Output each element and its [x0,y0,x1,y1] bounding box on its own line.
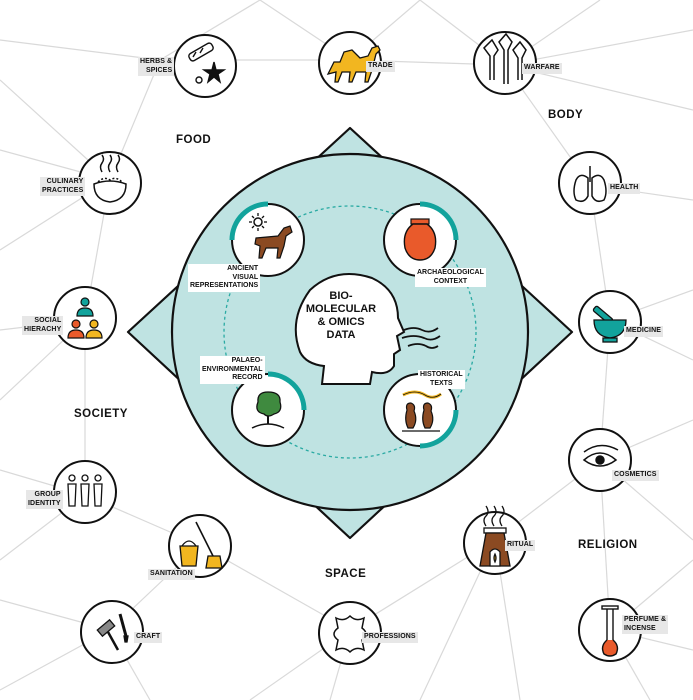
center-line-3: & OMICS [317,316,365,328]
category-body: BODY [548,109,584,121]
group-icon [67,474,103,507]
label-perfume-incense: PERFUME & INCENSE [622,615,669,634]
label-medicine: MEDICINE [624,326,664,337]
bowl-icon [93,154,127,203]
center-line-4: DATA [326,329,356,341]
hammer-chisel-icon [96,613,129,651]
label-ancient-visual: ANCIENT VISUAL REPRESENTATIONS [188,264,261,292]
perfume-flask-icon [601,605,619,657]
label-craft: CRAFT [134,632,163,643]
label-professions: PROFESSIONS [362,632,418,643]
pot-icon [403,218,437,261]
leather-hide-icon [333,614,367,654]
label-group-identity: GROUP IDENTITY [26,490,63,509]
category-religion: RELIGION [578,539,638,551]
category-food: FOOD [176,134,212,146]
category-space: SPACE [325,568,367,580]
head-icon [294,273,441,385]
center-line-1: BIO- [329,290,353,302]
cave-painting-icon [249,213,293,259]
label-palaeo-record: PALAEO- ENVIRONMENTAL RECORD [200,356,265,384]
label-culinary-practices: CULINARY PRACTICES [40,177,86,196]
camel-icon [326,45,381,83]
tree-icon [251,391,285,429]
label-social-hierarchy: SOCIAL HIERACHY [22,316,64,335]
label-herbs-spices: HERBS & SPICES [138,57,175,76]
eye-icon [582,444,619,467]
label-cosmetics: COSMETICS [612,470,659,481]
hieroglyph-icon [402,390,442,432]
center-line-2: MOLECULAR [305,303,377,315]
label-health: HEALTH [608,183,641,194]
label-warfare: WARFARE [522,63,562,74]
mortar-pestle-icon [592,305,627,343]
category-society: SOCIETY [74,408,128,420]
weapons-icon [483,32,527,84]
hierarchy-icon [67,297,103,339]
bucket-mop-icon [179,521,223,569]
label-sanitation: SANITATION [148,569,195,580]
label-historical-texts: HISTORICAL TEXTS [418,370,465,389]
center-title: BIO- MOLECULAR & OMICS DATA [296,290,386,342]
label-trade: TRADE [366,61,395,72]
herbs-spices-icon [188,42,227,84]
inner-dotted-circle [223,205,477,459]
lungs-icon [573,166,607,203]
label-archaeological-context: ARCHAEOLOGICAL CONTEXT [415,268,486,287]
oil-burner-icon [479,505,511,567]
label-ritual: RITUAL [505,540,536,551]
